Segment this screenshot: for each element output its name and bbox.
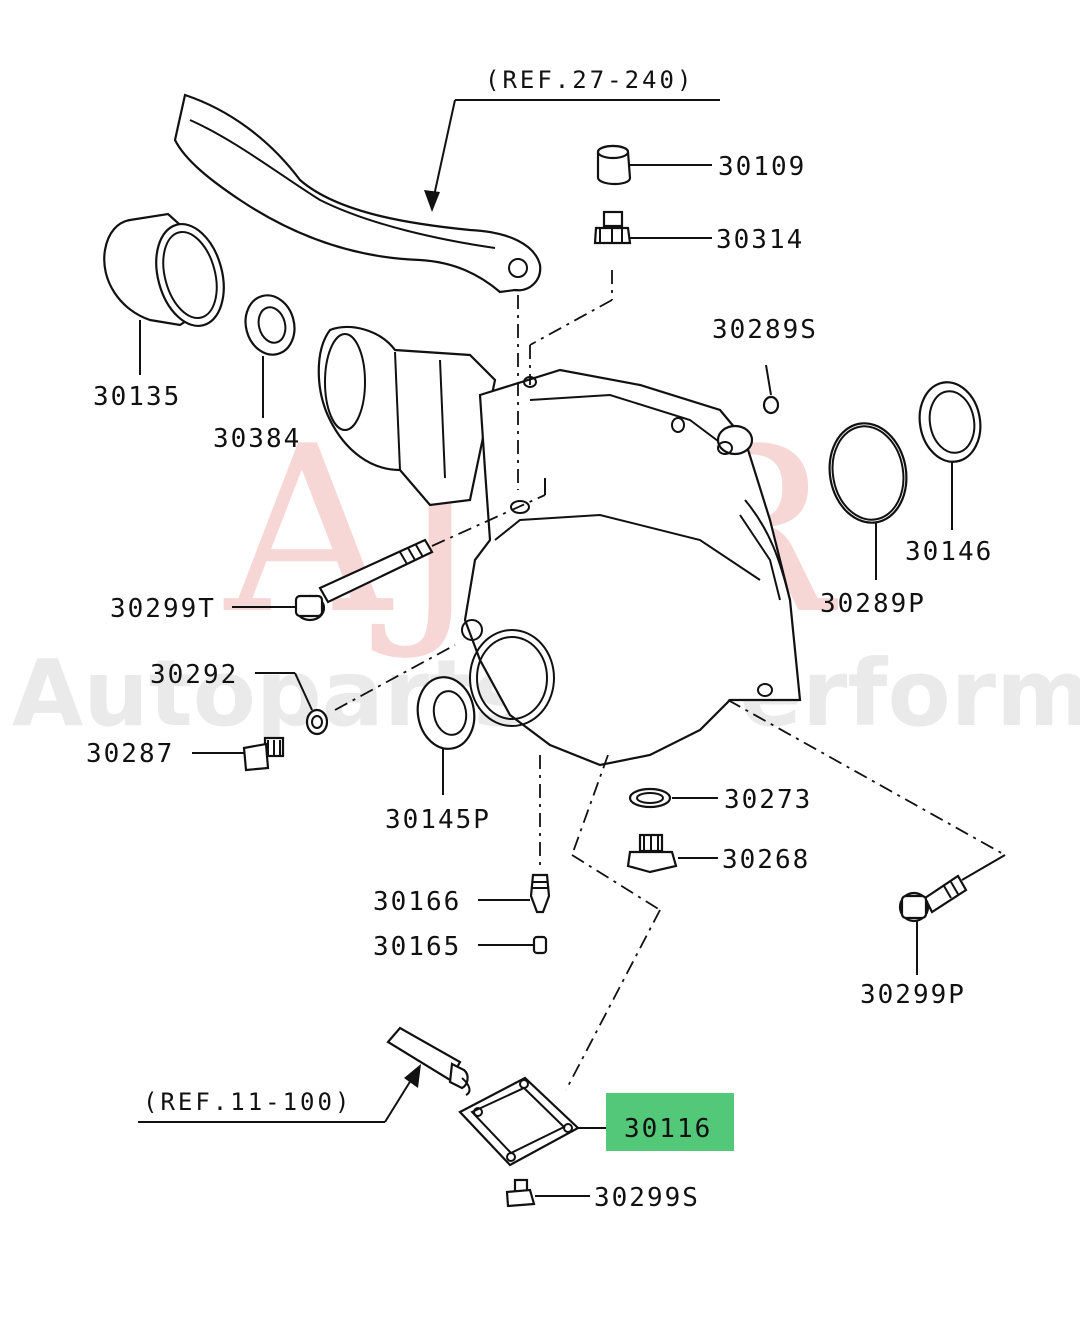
cap-30165-drawing [478, 935, 548, 955]
seal-30146-drawing [918, 381, 982, 530]
part-label-30289S[interactable]: 30289S [712, 315, 818, 345]
ref-27-240-label[interactable]: (REF.27-240) [485, 66, 694, 94]
part-label-30289P[interactable]: 30289P [820, 589, 926, 619]
part-label-30116[interactable]: 30116 [624, 1114, 712, 1144]
highlight-30116 [606, 1093, 734, 1151]
bolt-30299P-drawing [727, 699, 1006, 975]
part-label-30166[interactable]: 30166 [373, 887, 461, 917]
part-label-30299P[interactable]: 30299P [860, 980, 966, 1010]
ref-11-100-callout [138, 1064, 421, 1123]
part-label-30146[interactable]: 30146 [905, 537, 993, 567]
cover-plate-30116-drawing [458, 754, 661, 1167]
bolt-30299T-drawing [232, 478, 546, 622]
ref-27-240-callout [424, 99, 720, 212]
part-label-30299S[interactable]: 30299S [594, 1183, 700, 1213]
part-label-30273[interactable]: 30273 [724, 785, 812, 815]
part-label-30135[interactable]: 30135 [93, 382, 181, 412]
plug-30314-drawing [529, 210, 712, 385]
part-label-30314[interactable]: 30314 [716, 225, 804, 255]
part-label-30299T[interactable]: 30299T [110, 594, 216, 624]
cap-30109-drawing [596, 144, 712, 186]
part-label-30165[interactable]: 30165 [373, 932, 461, 962]
seal-30145P-drawing [416, 676, 476, 795]
part-label-30287[interactable]: 30287 [86, 739, 174, 769]
part-label-30145P[interactable]: 30145P [385, 805, 491, 835]
part-label-30109[interactable]: 30109 [718, 152, 806, 182]
sleeve-30135-drawing [103, 212, 225, 375]
plug-30268-drawing [626, 833, 718, 874]
ref-11-100-label[interactable]: (REF.11-100) [143, 1088, 352, 1116]
oring-30289S-drawing [762, 364, 780, 415]
crossmember-drawing [173, 93, 542, 294]
sealant-tube-drawing [386, 1026, 471, 1096]
transfer-case-housing [317, 325, 802, 767]
bolt-30299S-drawing [505, 1178, 590, 1208]
plug-30287-drawing [192, 736, 285, 772]
seal-30384-drawing [244, 294, 296, 418]
washer-30292-drawing [255, 644, 456, 736]
oring-30289P-drawing [828, 422, 908, 580]
part-label-30292[interactable]: 30292 [150, 660, 238, 690]
bleeder-30166-drawing [478, 755, 551, 914]
part-label-30268[interactable]: 30268 [722, 845, 810, 875]
washer-30273-drawing [628, 787, 718, 809]
part-label-30384[interactable]: 30384 [213, 424, 301, 454]
